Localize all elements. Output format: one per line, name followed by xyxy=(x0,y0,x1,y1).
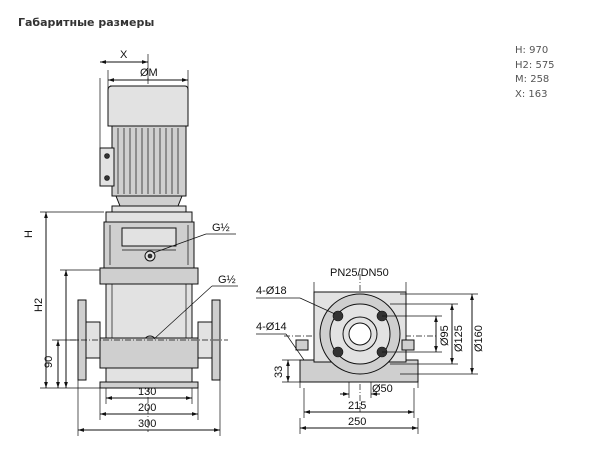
dim-h2-label: H2 xyxy=(33,298,45,312)
dim-x-label: X xyxy=(120,49,128,61)
dim-90-label: 90 xyxy=(43,356,55,368)
dim-125-label: Ø125 xyxy=(453,325,465,352)
pump-front-view: X ØM H H2 90 G½ G½ 130 xyxy=(23,49,238,436)
param-m: M: 258 xyxy=(515,74,550,85)
dim-160-label: Ø160 xyxy=(473,325,485,352)
motor-body xyxy=(111,125,187,197)
page-title: Габаритные размеры xyxy=(18,16,155,29)
holes-14-label: 4-Ø14 xyxy=(256,321,287,333)
param-h: H: 970 xyxy=(515,45,549,56)
param-x: X: 163 xyxy=(515,88,548,100)
dim-215-label: 215 xyxy=(348,400,366,412)
pump-head xyxy=(99,267,199,285)
dim-50-label: Ø50 xyxy=(372,383,393,395)
dim-300-label: 300 xyxy=(138,418,156,430)
dim-130-label: 130 xyxy=(138,386,156,398)
motor-base xyxy=(115,195,183,207)
pump-base xyxy=(99,337,199,369)
parameters-list: H: 970 H2: 575 M: 258 X: 163 xyxy=(515,44,555,102)
lantern-flange xyxy=(105,211,193,223)
pn-dn-label: PN25/DN50 xyxy=(330,267,389,279)
bolt-hole xyxy=(332,346,344,358)
flange-view: PN25/DN50 4-Ø18 4-Ø14 Ø95 Ø125 Ø160 33 xyxy=(256,267,485,434)
thread-lower-label: G½ xyxy=(218,274,236,286)
base-plate xyxy=(99,381,199,389)
motor-top-cover xyxy=(107,85,189,127)
holes-18-label: 4-Ø18 xyxy=(256,285,287,297)
dim-h-label: H xyxy=(23,230,35,238)
dim-33-label: 33 xyxy=(273,366,285,378)
dim-250-label: 250 xyxy=(348,416,366,428)
dim-95-label: Ø95 xyxy=(439,325,451,346)
dim-m-label: ØM xyxy=(140,67,158,79)
param-h2: H2: 575 xyxy=(515,59,555,71)
pump-stack xyxy=(105,283,193,339)
terminal-box xyxy=(99,147,115,187)
thread-upper-label: G½ xyxy=(212,222,230,234)
dim-200-label: 200 xyxy=(138,402,156,414)
bolt-hole xyxy=(332,310,344,322)
